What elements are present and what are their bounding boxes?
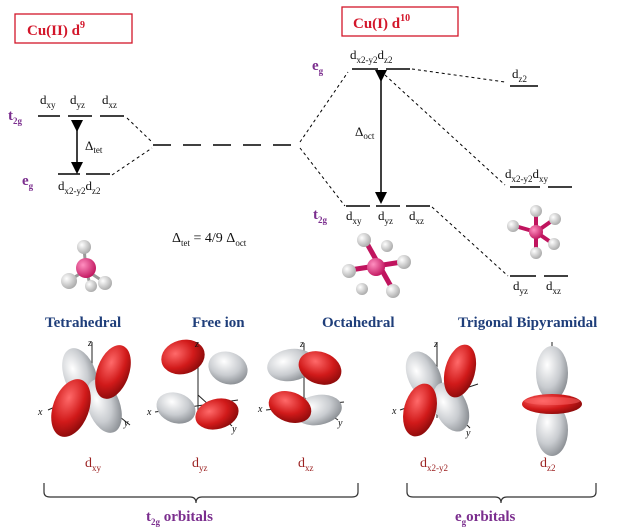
orbital-label-dxz: dxz	[298, 456, 314, 473]
tet-dxz-label: dxz	[102, 92, 117, 110]
tet-eg-orbital-label: dx2-y2dz2	[58, 178, 101, 196]
connector-tbp-bottom	[431, 206, 509, 277]
axis-z-1: z	[87, 338, 92, 349]
axis-y-2: y	[231, 424, 237, 435]
free-ion-levels	[111, 71, 349, 207]
orbital-dxz-shape: z x y	[257, 339, 345, 429]
axis-z-4: z	[433, 339, 438, 350]
tbp-dxz-label: dxz	[546, 278, 561, 296]
tet-dyz-label: dyz	[70, 92, 85, 110]
oct-eg-label: eg	[312, 58, 324, 76]
axis-x-4: x	[391, 406, 397, 417]
geometry-free-ion: Free ion	[192, 315, 245, 331]
delta-tet-label: Δtet	[85, 138, 103, 155]
delta-relation: Δtet = 4/9 Δoct	[172, 231, 247, 248]
orbital-dz2-shape	[522, 342, 582, 456]
axis-x-1: x	[37, 407, 43, 418]
axis-x-2: x	[146, 407, 152, 418]
geometry-tetrahedral: Tetrahedral	[45, 315, 121, 331]
axis-z-3: z	[299, 339, 304, 350]
tetrahedral-molecule	[61, 240, 112, 292]
geometry-trigonal-bipyramidal: Trigonal Bipyramidal	[458, 315, 597, 331]
axis-y-4: y	[465, 428, 471, 439]
oct-dxy-label: dxy	[346, 208, 362, 226]
t2g-orbitals-label: t2g orbitals	[146, 509, 213, 527]
geometry-octahedral: Octahedral	[322, 315, 395, 331]
tet-dxy-label: dxy	[40, 92, 56, 110]
connector-tbp-mid	[384, 74, 506, 186]
oct-dxz-label: dxz	[409, 208, 424, 226]
orbital-label-dyz: dyz	[192, 456, 208, 473]
axis-x-3: x	[257, 404, 263, 415]
connector-oct-bottom	[299, 147, 346, 207]
t2g-brace	[43, 483, 359, 504]
oct-t2g-label: t2g	[313, 207, 328, 225]
cu1-title-box: Cu(I) d10	[341, 6, 459, 37]
axis-y-3: y	[337, 418, 343, 429]
orbital-dyz-shape: z x y	[146, 339, 248, 435]
orbital-dx2y2-shape: z x y	[391, 339, 479, 439]
eg-brace	[406, 483, 597, 504]
cu1-title: Cu(I) d10	[353, 13, 410, 32]
connector-tet-bottom	[111, 147, 153, 176]
tetrahedral-levels: t2g dxy dyz dxz Δtet eg dx2-y2dz2	[8, 92, 124, 196]
orbital-dxy-shape: z x y	[37, 338, 131, 437]
orbital-label-dxy: dxy	[85, 456, 102, 473]
oct-dyz-label: dyz	[378, 208, 393, 226]
eg-orbitals-label: egorbitals	[455, 509, 516, 527]
connector-tbp-top	[411, 68, 506, 83]
tet-eg-label: eg	[22, 173, 34, 191]
axis-z-2: z	[194, 339, 199, 350]
orbital-label-dx2y2: dx2-y2	[420, 456, 448, 473]
cu2-title: Cu(II) d9	[27, 20, 85, 39]
oct-eg-orbital-label: dx2-y2dz2	[350, 47, 393, 65]
octahedral-levels: eg dx2-y2dz2 Δoct t2g dxy dyz dxz	[312, 47, 430, 226]
cu2-title-box: Cu(II) d9	[14, 13, 133, 44]
tbp-molecule	[507, 205, 561, 259]
axis-y-1: y	[123, 418, 129, 429]
octahedral-molecule	[342, 233, 411, 298]
connector-tet-top	[126, 117, 153, 143]
tet-t2g-label: t2g	[8, 108, 23, 126]
tbp-levels: dz2 dx2-y2dxy dyz dxz	[384, 66, 572, 296]
tbp-dz2-label: dz2	[512, 66, 527, 84]
tbp-mid-orbital-label: dx2-y2dxy	[505, 166, 549, 184]
tbp-dyz-label: dyz	[513, 278, 528, 296]
orbital-label-dz2: dz2	[540, 456, 556, 473]
delta-oct-label: Δoct	[355, 124, 375, 141]
connector-oct-top	[299, 71, 349, 143]
